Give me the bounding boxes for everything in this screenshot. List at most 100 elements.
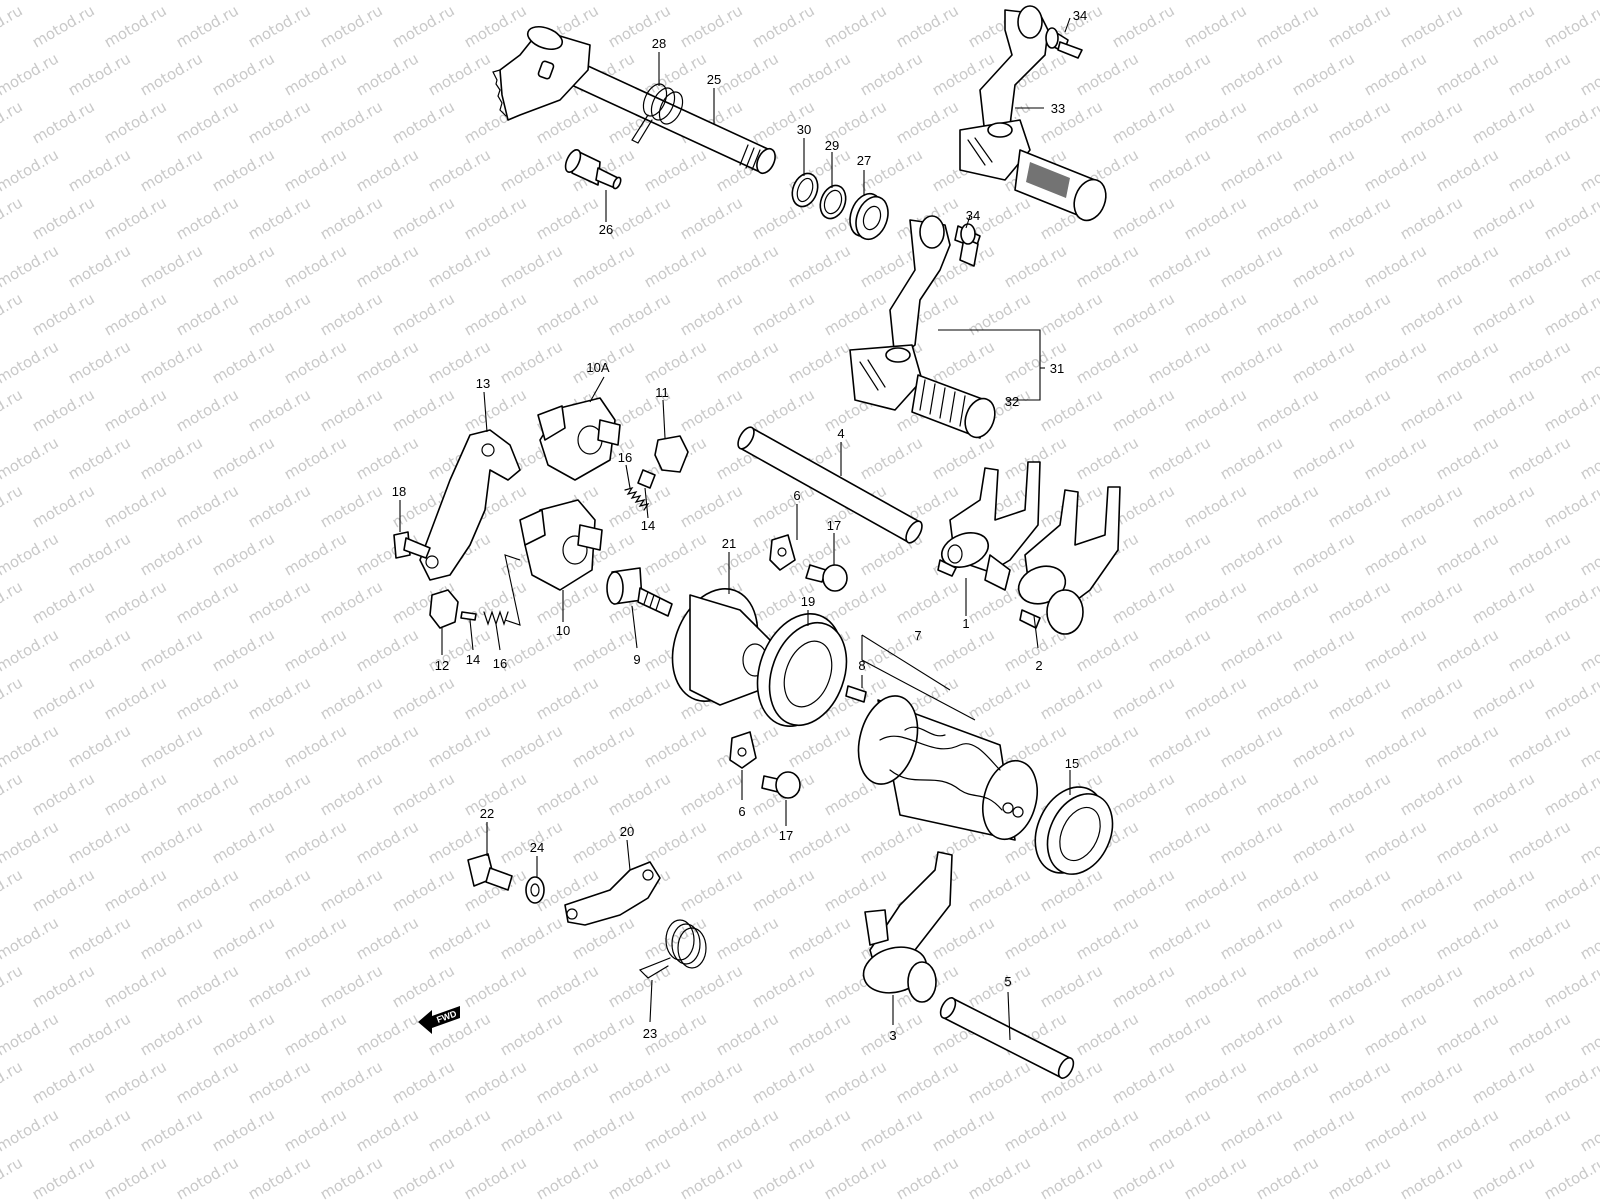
watermark-text: motod.ru xyxy=(1145,1105,1214,1155)
watermark-text: motod.ru xyxy=(857,49,926,99)
cam-pin-9 xyxy=(606,567,673,617)
watermark-text: motod.ru xyxy=(1217,817,1286,867)
watermark-text: motod.ru xyxy=(1289,529,1358,579)
watermark-text: motod.ru xyxy=(749,385,818,435)
watermark-text: motod.ru xyxy=(1397,481,1466,531)
watermark-text: motod.ru xyxy=(173,769,242,819)
watermark-text: motod.ru xyxy=(1217,241,1286,291)
watermark-text: motod.ru xyxy=(209,1105,278,1155)
watermark-text: motod.ru xyxy=(137,49,206,99)
watermark-text: motod.ru xyxy=(1325,289,1394,339)
watermark-text: motod.ru xyxy=(713,817,782,867)
watermark-text: motod.ru xyxy=(425,913,494,963)
watermark-text: motod.ru xyxy=(173,673,242,723)
watermark-text: motod.ru xyxy=(173,577,242,627)
watermark-text: motod.ru xyxy=(353,913,422,963)
watermark-text: motod.ru xyxy=(1505,241,1574,291)
watermark-text: motod.ru xyxy=(317,673,386,723)
watermark-text: motod.ru xyxy=(1541,97,1600,147)
watermark-text: motod.ru xyxy=(1145,817,1214,867)
watermark-text: motod.ru xyxy=(1577,721,1600,771)
watermark-text: motod.ru xyxy=(1037,385,1106,435)
watermark-text: motod.ru xyxy=(1181,1153,1250,1200)
watermark-text: motod.ru xyxy=(0,865,26,915)
guide-6-upper xyxy=(769,534,796,571)
watermark-text: motod.ru xyxy=(1361,721,1430,771)
watermark-text: motod.ru xyxy=(497,0,566,3)
bearing-15 xyxy=(1034,786,1114,875)
watermark-text: motod.ru xyxy=(677,385,746,435)
watermark-text: motod.ru xyxy=(65,145,134,195)
label-34-lower: 34 xyxy=(966,208,980,223)
watermark-text: motod.ru xyxy=(605,289,674,339)
watermark-text: motod.ru xyxy=(137,337,206,387)
watermark-text: motod.ru xyxy=(137,0,206,3)
watermark-text: motod.ru xyxy=(1541,769,1600,819)
watermark-text: motod.ru xyxy=(1181,481,1250,531)
watermark-text: motod.ru xyxy=(29,481,98,531)
watermark-text: motod.ru xyxy=(1325,193,1394,243)
watermark-text: motod.ru xyxy=(353,49,422,99)
watermark-text: motod.ru xyxy=(1541,193,1600,243)
watermark-text: motod.ru xyxy=(677,1057,746,1107)
watermark-text: motod.ru xyxy=(317,577,386,627)
watermark-text: motod.ru xyxy=(281,913,350,963)
label-18: 18 xyxy=(392,484,406,499)
watermark-text: motod.ru xyxy=(533,289,602,339)
watermark-text: motod.ru xyxy=(1145,0,1214,3)
watermark-text: motod.ru xyxy=(1073,0,1142,3)
watermark-text: motod.ru xyxy=(1253,1,1322,51)
watermark-text: motod.ru xyxy=(1505,1009,1574,1059)
watermark-text: motod.ru xyxy=(1109,193,1178,243)
watermark-text: motod.ru xyxy=(1469,673,1538,723)
watermark-text: motod.ru xyxy=(1289,913,1358,963)
label-2: 2 xyxy=(1035,658,1042,673)
watermark-text: motod.ru xyxy=(1397,865,1466,915)
watermark-text: motod.ru xyxy=(1325,1,1394,51)
watermark-text: motod.ru xyxy=(1469,97,1538,147)
watermark-text: motod.ru xyxy=(209,529,278,579)
label-31: 31 xyxy=(1050,361,1064,376)
label-10: 10 xyxy=(556,623,570,638)
watermark-text: motod.ru xyxy=(461,769,530,819)
watermark-text: motod.ru xyxy=(1433,913,1502,963)
watermark-text: motod.ru xyxy=(173,481,242,531)
shift-fork-2 xyxy=(1017,486,1121,635)
watermark-text: motod.ru xyxy=(245,385,314,435)
watermark-text: motod.ru xyxy=(209,0,278,3)
watermark-text: motod.ru xyxy=(1433,529,1502,579)
watermark-text: motod.ru xyxy=(1253,769,1322,819)
watermark-text: motod.ru xyxy=(0,0,62,3)
watermark-text: motod.ru xyxy=(1325,1153,1394,1200)
watermark-text: motod.ru xyxy=(461,961,530,1011)
watermark-text: motod.ru xyxy=(785,817,854,867)
watermark-text: motod.ru xyxy=(317,481,386,531)
watermark-text: motod.ru xyxy=(785,1105,854,1155)
watermark-text: motod.ru xyxy=(281,0,350,3)
watermark-text: motod.ru xyxy=(857,817,926,867)
label-12: 12 xyxy=(435,658,449,673)
watermark-text: motod.ru xyxy=(209,337,278,387)
watermark-text: motod.ru xyxy=(641,241,710,291)
label-23: 23 xyxy=(643,1026,657,1041)
watermark-text: motod.ru xyxy=(1253,385,1322,435)
watermark-text: motod.ru xyxy=(1109,769,1178,819)
label-27: 27 xyxy=(857,153,871,168)
label-7: 7 xyxy=(914,628,921,643)
watermark-text: motod.ru xyxy=(821,1057,890,1107)
label-14-upper: 14 xyxy=(641,518,655,533)
watermark-text: motod.ru xyxy=(137,1009,206,1059)
watermark-text: motod.ru xyxy=(389,385,458,435)
watermark-text: motod.ru xyxy=(0,1105,62,1155)
watermark-text: motod.ru xyxy=(1073,433,1142,483)
fork-shaft-4 xyxy=(737,426,923,544)
watermark-text: motod.ru xyxy=(497,913,566,963)
watermark-text: motod.ru xyxy=(1109,1153,1178,1200)
watermark-text: motod.ru xyxy=(1289,433,1358,483)
watermark-text: motod.ru xyxy=(1433,817,1502,867)
watermark-text: motod.ru xyxy=(65,529,134,579)
watermark-text: motod.ru xyxy=(1505,433,1574,483)
watermark-text: motod.ru xyxy=(1181,1,1250,51)
spring-23 xyxy=(638,919,707,979)
plate-13 xyxy=(419,429,521,581)
